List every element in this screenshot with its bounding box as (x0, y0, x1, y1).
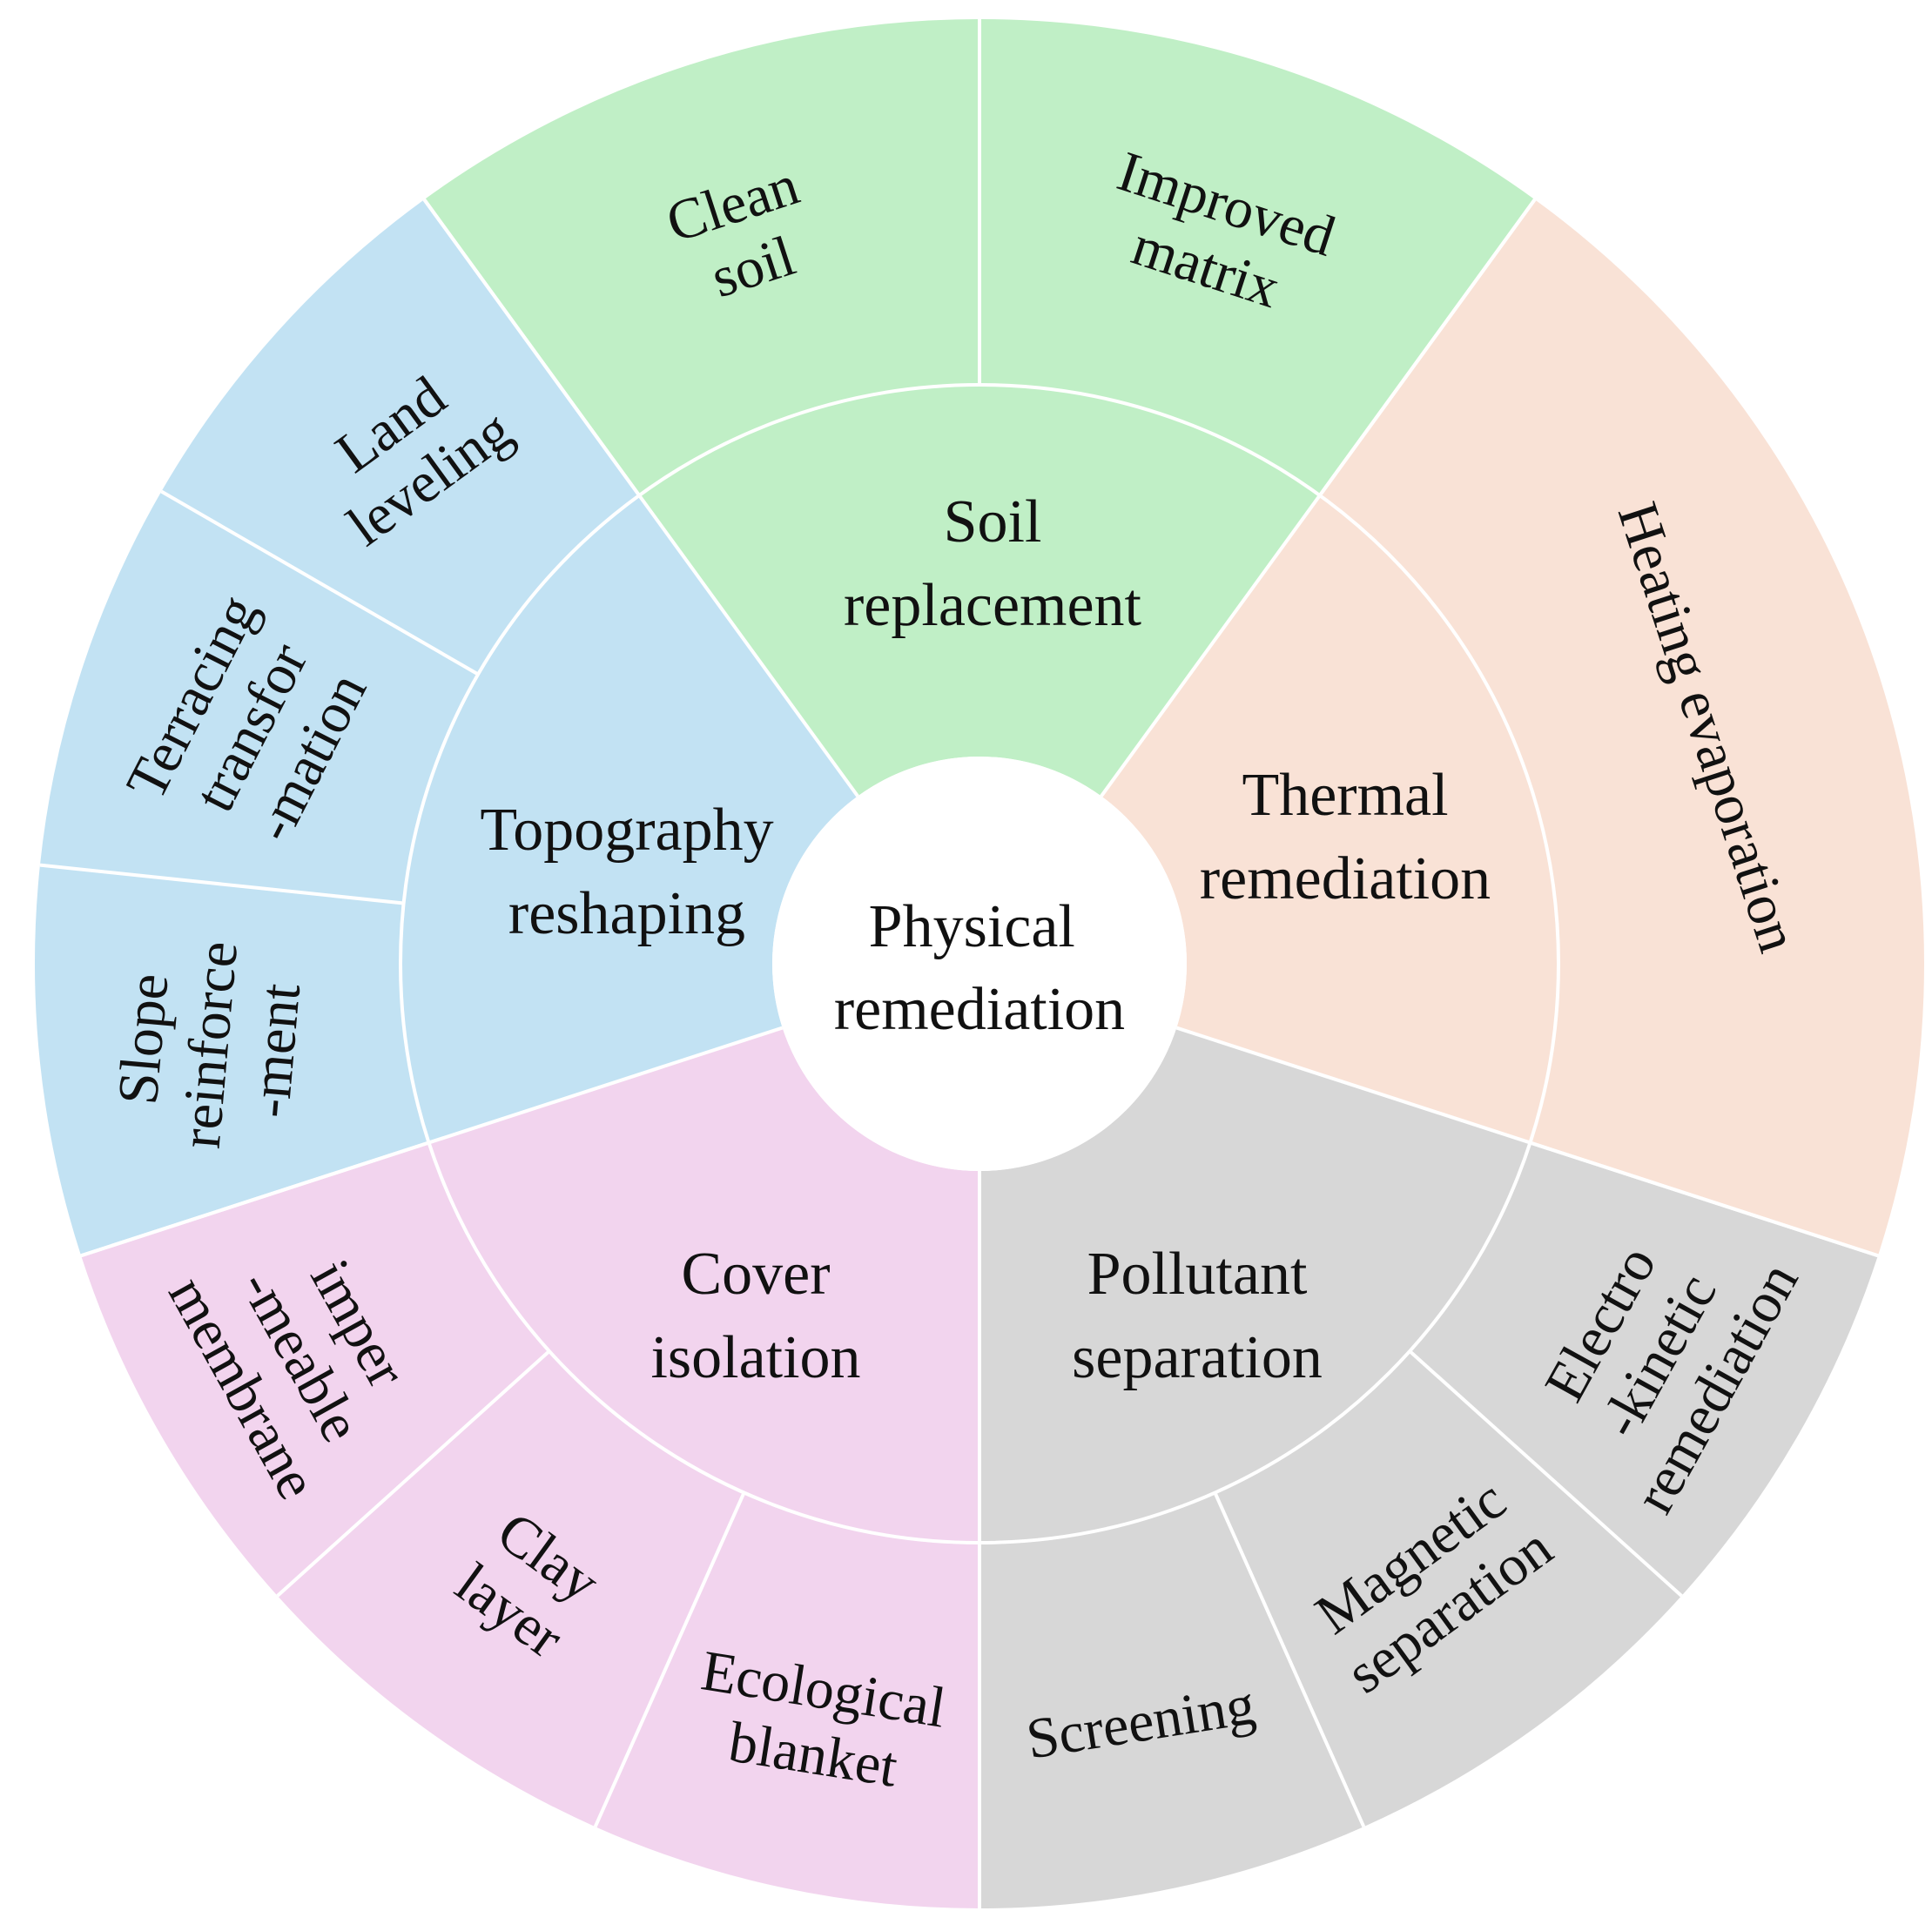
category-label-line: Topography (480, 797, 773, 864)
category-label-line: remediation (1200, 845, 1491, 912)
outer-sector-imper-meable-membrane (81, 1142, 549, 1597)
category-label-line: Cover (681, 1241, 830, 1308)
category-label-line: isolation (650, 1324, 860, 1391)
outer-separator (593, 1491, 746, 1828)
outer-sector-heating-evaporation (1319, 199, 1924, 1256)
category-label-line: Thermal (1242, 762, 1448, 829)
category-label-line: reshaping (508, 880, 745, 947)
inner-sector-topography-reshaping (400, 495, 858, 1143)
outer-separator (1408, 1349, 1683, 1598)
outer-sector-ecological-blanket (595, 1492, 979, 1908)
separators (39, 19, 1879, 1908)
ring-boundary (399, 383, 1560, 1544)
category-label-line: separation (1072, 1324, 1323, 1391)
category-label-line: Pollutant (1087, 1241, 1308, 1308)
outer-sector-screening (979, 1492, 1364, 1908)
category-separator (422, 199, 859, 797)
outer-separator (276, 1349, 551, 1598)
inner-sector-cover-isolation (428, 1027, 979, 1543)
outer-separator (39, 863, 404, 905)
outer-sector-electro-kinetic-remediation (1410, 1142, 1878, 1597)
category-label-topography-reshaping: Topography reshaping (480, 797, 773, 947)
inner-sector-pollutant-separation (979, 1027, 1531, 1543)
category-label-cover-isolation: Cover isolation (650, 1241, 860, 1391)
category-label-pollutant-separation: Pollutant separation (1072, 1241, 1323, 1391)
center-circle (772, 757, 1187, 1171)
inner-ring (400, 385, 1559, 1543)
outer-sector-clay-layer (277, 1350, 744, 1827)
subcategory-label-imper-meable-membrane: imper-meablemembrane (156, 1202, 445, 1510)
outer-sector-land-leveling (161, 199, 640, 675)
outer-sector-magnetic-separation (1215, 1350, 1682, 1827)
subcategory-label-line: Slope (106, 971, 181, 1107)
subcategory-label-line: -ment (238, 981, 313, 1120)
outer-separator (160, 489, 480, 676)
category-separator (1175, 1026, 1879, 1258)
outer-sector-improved-matrix (979, 19, 1535, 496)
outer-sector-slope-reinforcement (34, 865, 429, 1256)
category-label-line: Soil (944, 488, 1042, 555)
center-label: Physical remediation (834, 893, 1125, 1043)
center-hub: Physical remediation (772, 757, 1187, 1171)
category-separator (80, 1026, 784, 1258)
inner-sector-soil-replacement (639, 385, 1320, 797)
outer-separator (1213, 1491, 1366, 1828)
category-label-thermal-remediation: Thermal remediation (1200, 762, 1491, 912)
category-label-line: replacement (844, 572, 1142, 639)
category-label-soil-replacement: Soil replacement (844, 488, 1142, 639)
center-label-line-2: remediation (834, 976, 1125, 1043)
inner-sector-thermal-remediation (1101, 495, 1559, 1143)
outer-sector-terracing-transformation (39, 491, 479, 904)
outer-sector-clean-soil (424, 19, 979, 496)
center-label-line-1: Physical (869, 893, 1075, 960)
category-separator (1100, 199, 1537, 797)
outer-ring (34, 19, 1924, 1908)
